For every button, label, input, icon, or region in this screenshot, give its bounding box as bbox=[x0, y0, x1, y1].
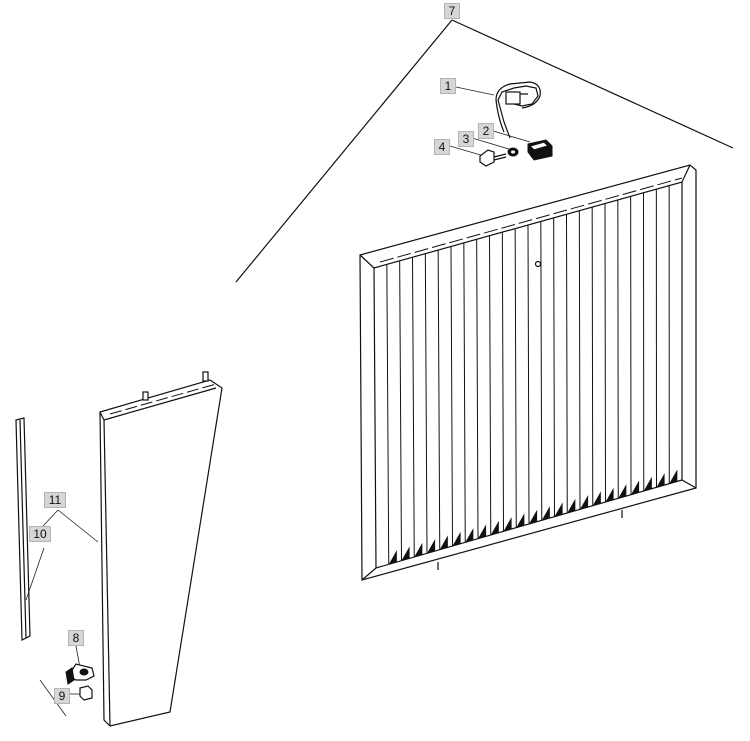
grille-slat-shadow bbox=[669, 469, 678, 484]
grille-slat-shadow bbox=[605, 487, 614, 502]
grille-slat-shadow bbox=[656, 473, 665, 488]
grille-slat bbox=[489, 235, 492, 536]
part-2-clip bbox=[489, 129, 553, 161]
grille-slat-shadow bbox=[554, 502, 563, 517]
grille-slat-shadow bbox=[643, 476, 652, 491]
grille-slat-shadow bbox=[529, 509, 538, 524]
callout-2: 2 bbox=[478, 123, 494, 139]
grille-slat-shadow bbox=[439, 535, 448, 550]
grille-slat bbox=[437, 250, 441, 550]
grille-slat-shadow bbox=[516, 513, 525, 528]
grille-slat bbox=[604, 203, 606, 503]
grille-slat-shadow bbox=[541, 506, 550, 521]
part-3-washer bbox=[471, 137, 519, 157]
grille-slat-shadow bbox=[618, 484, 627, 499]
leader-lines-11-10 bbox=[25, 509, 99, 601]
grille-slat-shadow bbox=[401, 546, 410, 561]
grille-slat-shadow bbox=[592, 491, 601, 506]
grille-slat bbox=[591, 207, 594, 506]
grille-panel bbox=[359, 164, 697, 581]
grille-slat-shadow bbox=[567, 498, 576, 513]
side-panel bbox=[99, 371, 223, 727]
callout-3: 3 bbox=[458, 131, 474, 147]
grille-slat-shadow bbox=[631, 480, 640, 495]
grille-slat bbox=[476, 239, 479, 539]
grille-slat-shadow bbox=[580, 495, 589, 510]
callout-4: 4 bbox=[434, 139, 450, 155]
callout-10: 10 bbox=[29, 526, 51, 542]
part-8-clamp bbox=[65, 645, 95, 685]
grille-slat bbox=[514, 228, 517, 528]
callout-1: 1 bbox=[440, 78, 456, 94]
grille-slat bbox=[412, 257, 415, 558]
grille-slat-shadow bbox=[414, 542, 423, 557]
grille-slat bbox=[553, 217, 555, 517]
grille-slat-shadow bbox=[478, 524, 487, 539]
grille-slat-shadow bbox=[490, 520, 499, 535]
grille-slat-shadow bbox=[452, 531, 461, 546]
grille-slat bbox=[386, 264, 390, 565]
grille-slat-shadow bbox=[465, 528, 474, 543]
grille-slat-shadow bbox=[503, 517, 512, 532]
grille-slat-shadow bbox=[427, 539, 436, 554]
part-4-bolt bbox=[449, 145, 507, 167]
grille-slat bbox=[578, 210, 581, 510]
grille-slat bbox=[540, 221, 543, 521]
callout-9: 9 bbox=[54, 688, 70, 704]
grille-slat bbox=[424, 253, 428, 554]
part-1-hook bbox=[455, 81, 541, 139]
grille-slat bbox=[501, 232, 504, 532]
callout-11: 11 bbox=[44, 492, 66, 508]
grille-slat-shadow bbox=[388, 550, 397, 565]
grille-slat bbox=[450, 246, 453, 547]
grille-slat bbox=[463, 242, 466, 543]
grille-slat bbox=[566, 214, 568, 514]
seal-strip bbox=[15, 417, 31, 641]
callout-8: 8 bbox=[68, 630, 84, 646]
grille-slat bbox=[399, 260, 402, 561]
leader-lines-7 bbox=[235, 19, 734, 283]
part-9-nut bbox=[39, 679, 93, 717]
grille-slat bbox=[527, 224, 530, 525]
callout-7: 7 bbox=[444, 3, 460, 19]
